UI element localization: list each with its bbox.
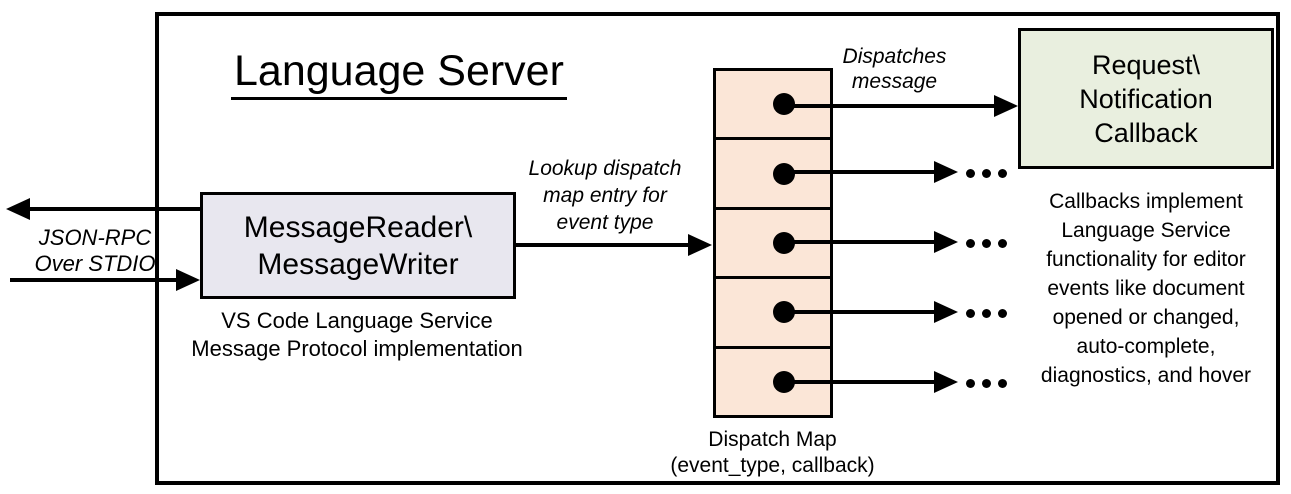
arrow-dispatch-1-line <box>784 104 996 108</box>
arrow-dispatch-2-head-icon <box>934 161 958 183</box>
message-reader-box: MessageReader\ MessageWriter <box>200 192 516 299</box>
callbacks-note: Callbacks implement Language Service fun… <box>1040 190 1252 387</box>
dispatch-map-cell <box>716 140 830 210</box>
arrow-lookup-line <box>514 243 690 247</box>
ellipsis-icon <box>966 169 1007 178</box>
dispatch-map-cell <box>716 210 830 280</box>
lookup-label: Lookup dispatch map entry for event type <box>528 157 682 234</box>
arrow-dispatch-2-line <box>784 170 936 174</box>
arrow-dispatch-3-head-icon <box>934 231 958 253</box>
json-rpc-label: JSON-RPC Over STDIO <box>34 225 156 276</box>
arrow-stdio-out-line <box>18 207 200 211</box>
ellipsis-icon <box>966 379 1007 388</box>
arrow-dispatch-4-head-icon <box>934 301 958 323</box>
ellipsis-icon <box>966 309 1007 318</box>
arrow-lookup-head-icon <box>688 234 712 256</box>
arrow-dispatch-3-line <box>784 240 936 244</box>
arrow-dispatch-5-line <box>784 380 936 384</box>
arrow-dispatch-4-line <box>784 310 936 314</box>
arrow-dispatch-5-head-icon <box>934 371 958 393</box>
arrow-dispatch-1-head-icon <box>994 95 1018 117</box>
arrow-stdio-out-head-icon <box>6 198 30 220</box>
dispatches-message-label: Dispatches message <box>842 45 947 93</box>
dispatch-map-caption: Dispatch Map (event_type, callback) <box>670 428 875 477</box>
arrow-stdio-in-line <box>10 278 178 282</box>
diagram-title: Language Server <box>231 47 567 100</box>
arrow-stdio-in-head-icon <box>176 269 200 291</box>
ellipsis-icon <box>966 239 1007 248</box>
callback-box: Request\ Notification Callback <box>1018 28 1274 169</box>
message-reader-caption: VS Code Language Service Message Protoco… <box>191 308 523 361</box>
